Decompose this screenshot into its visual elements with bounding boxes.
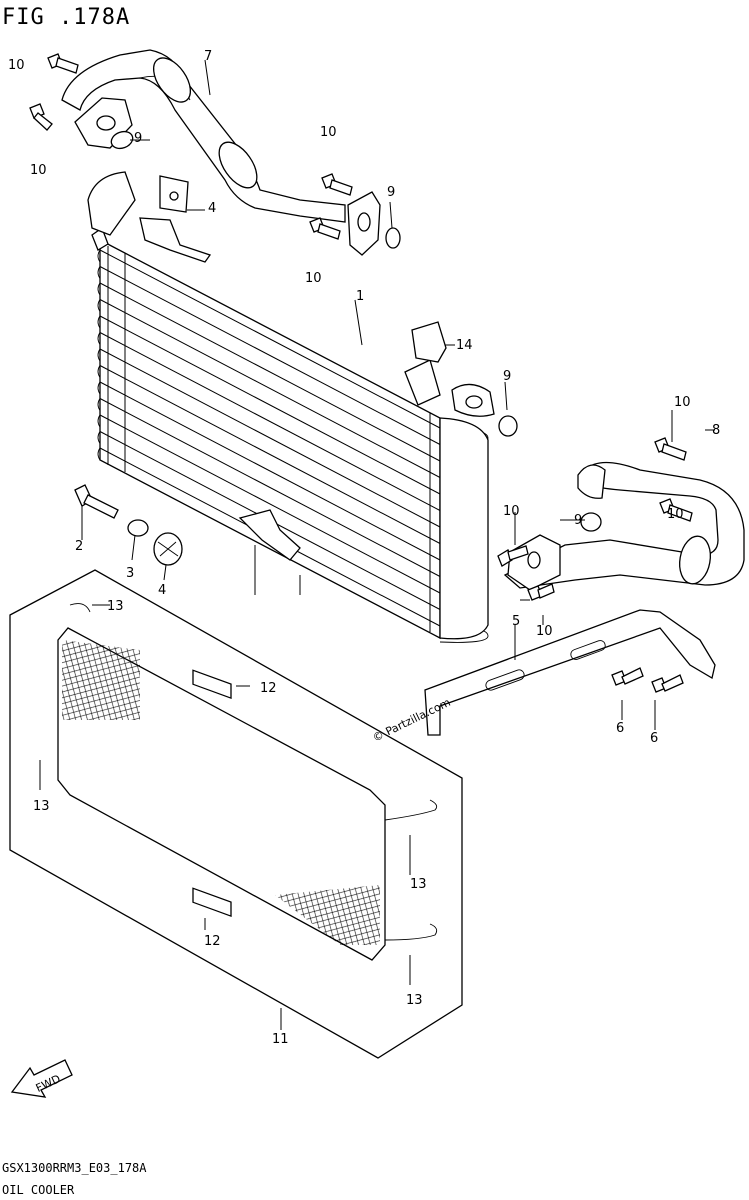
cooler-fin — [99, 414, 441, 594]
callout-label: 9 — [503, 369, 511, 384]
callout-label: 11 — [272, 1032, 289, 1047]
o-ring-right-top — [498, 415, 518, 437]
callout-label: 4 — [158, 583, 166, 598]
callout-label: 9 — [134, 131, 142, 146]
cooler-fin — [99, 315, 441, 495]
cooler-fin — [99, 332, 441, 511]
lower-oil-hose — [497, 437, 745, 601]
callout-label: 10 — [8, 58, 25, 73]
cooler-fin-end — [97, 266, 101, 279]
figure-code: GSX1300RRM3_E03_178A — [2, 1161, 147, 1175]
cooler-fin-end — [97, 332, 101, 345]
callout-label: 7 — [204, 49, 212, 64]
callout-label: 9 — [574, 513, 582, 528]
cooler-fin-end — [97, 381, 101, 395]
cooler-fin — [99, 299, 441, 478]
callout-label: 10 — [320, 125, 337, 140]
callout-label: 13 — [406, 993, 423, 1008]
cooler-fin — [99, 398, 441, 577]
callout-label: 2 — [75, 539, 83, 554]
o-ring-upper-right — [385, 227, 401, 249]
cooler-fin — [99, 282, 441, 462]
o-ring-right-lower — [580, 512, 602, 532]
callout-labels: 1234456678999910101010101010101112121313… — [8, 49, 720, 1047]
cooler-fin-end — [97, 282, 101, 296]
callout-label: 9 — [387, 185, 395, 200]
cooler-fin-end — [97, 398, 101, 411]
cooler-fin-end — [97, 315, 101, 329]
cooler-fin — [99, 348, 441, 528]
cooler-fin — [99, 365, 441, 544]
cooler-fin-end — [97, 431, 101, 444]
callout-label: 6 — [650, 731, 658, 746]
cooler-fin-end — [97, 299, 101, 312]
fwd-arrow-icon: FWD — [10, 1059, 73, 1098]
cooler-fin — [99, 266, 441, 445]
figure-title: FIG .178A — [2, 5, 130, 30]
cooler-fin-end — [97, 414, 101, 428]
cooler-fin — [99, 381, 441, 561]
cooler-fin — [99, 249, 441, 429]
cooler-fin-end — [97, 447, 101, 461]
figure-caption: OIL COOLER — [2, 1183, 75, 1197]
callout-label: 4 — [208, 201, 216, 216]
callout-label: 1 — [356, 289, 364, 304]
callout-label: 8 — [712, 423, 720, 438]
callout-label: 13 — [33, 799, 50, 814]
mounting-bracket — [424, 609, 716, 736]
callout-label: 13 — [107, 599, 124, 614]
callout-label: 10 — [305, 271, 322, 286]
oil-cooler-core — [87, 171, 518, 643]
callout-label: 12 — [204, 934, 221, 949]
leader-lines — [39, 59, 715, 1030]
o-ring-upper-left — [110, 130, 134, 150]
callout-label: 13 — [410, 877, 427, 892]
callout-label: 10 — [674, 395, 691, 410]
bolt-icon-group-upper — [29, 53, 353, 240]
cooler-screen-assembly — [9, 569, 463, 1059]
callout-label: 3 — [126, 566, 134, 581]
callout-label: 10 — [30, 163, 47, 178]
cooler-fin-end — [97, 348, 101, 362]
callout-label: 10 — [536, 624, 553, 639]
cooler-fin-end — [97, 249, 101, 263]
cooler-fin-end — [97, 365, 101, 378]
callout-label: 5 — [512, 614, 520, 629]
callout-label: 14 — [456, 338, 473, 353]
mount-hardware — [74, 484, 183, 566]
callout-label: 6 — [616, 721, 624, 736]
callout-label: 12 — [260, 681, 277, 696]
callout-label: 10 — [503, 504, 520, 519]
callout-label: 10 — [667, 507, 684, 522]
upper-oil-hose — [61, 49, 401, 256]
